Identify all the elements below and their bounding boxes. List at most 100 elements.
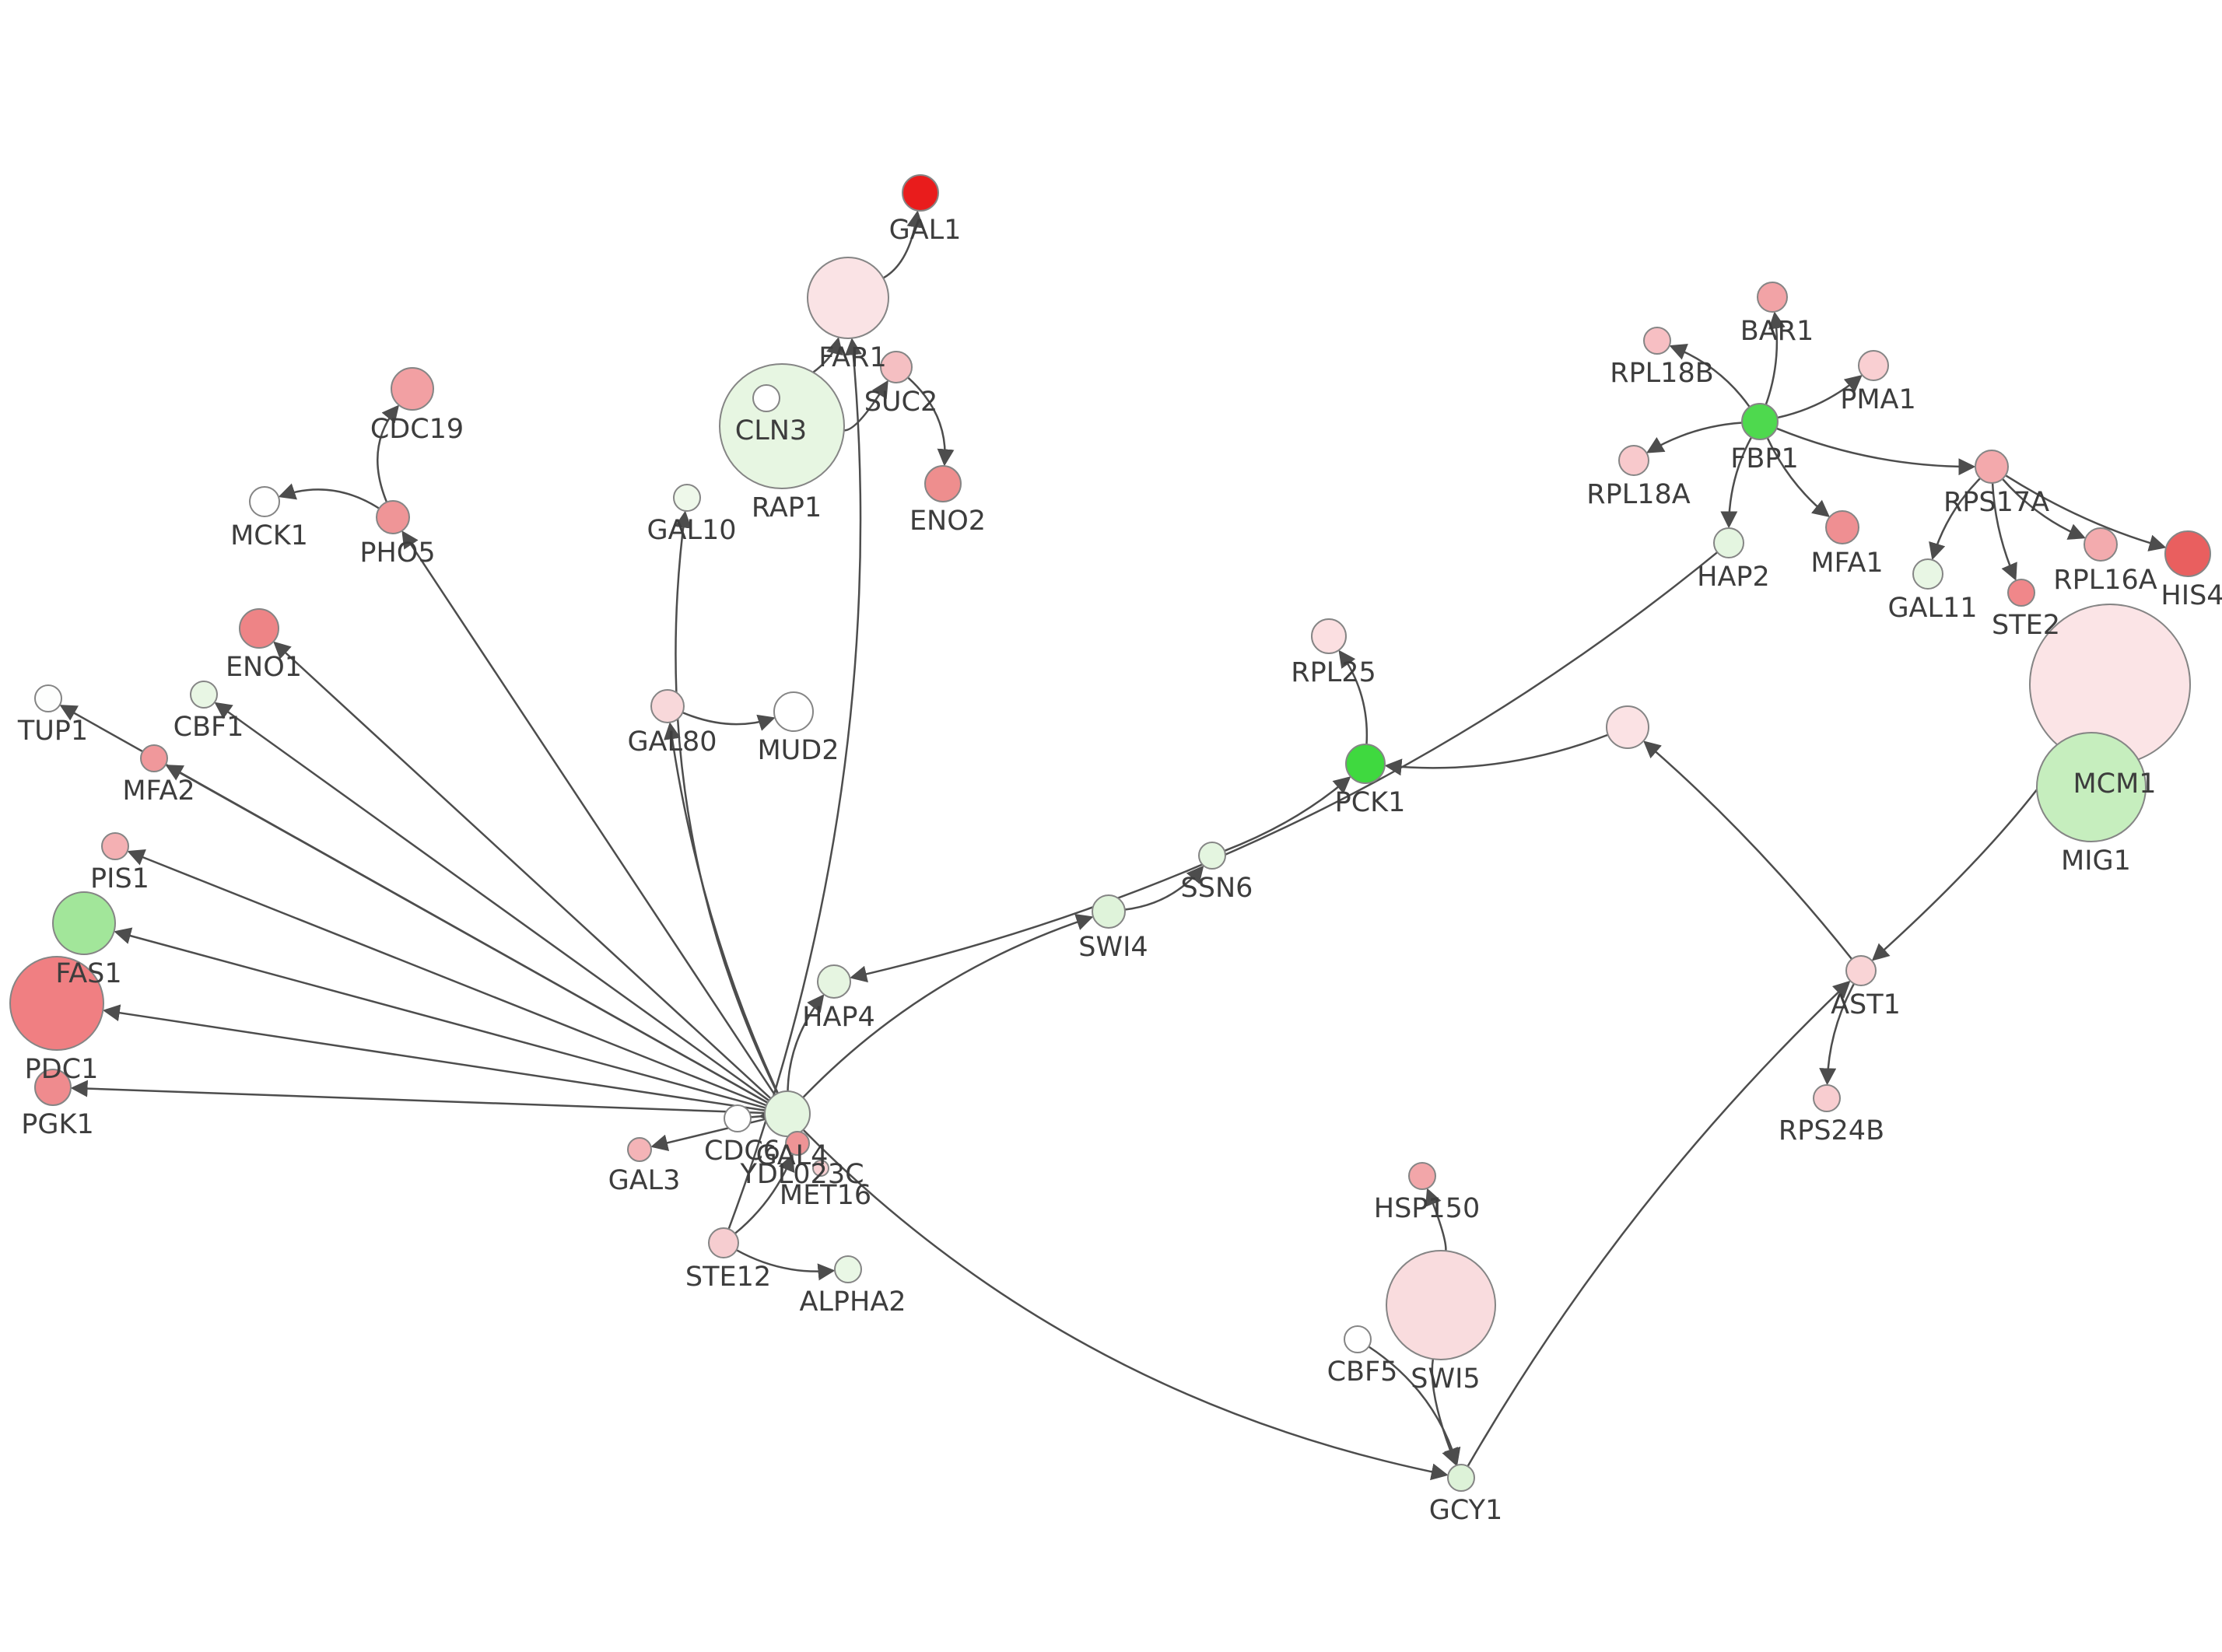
edge-pho5-mck1[interactable]	[278, 483, 380, 509]
node-gal3[interactable]	[627, 1137, 652, 1162]
node-mfa1[interactable]	[1825, 510, 1859, 544]
node-cln3[interactable]	[752, 384, 780, 412]
edge-cdc6-gal4[interactable]	[750, 1106, 776, 1124]
edge-ste12-alpha2[interactable]	[736, 1249, 836, 1281]
node-hap4[interactable]	[817, 964, 851, 999]
node-hap2[interactable]	[1713, 527, 1744, 558]
edge-gal4-eno1[interactable]	[273, 641, 772, 1100]
node-pma1[interactable]	[1858, 350, 1889, 381]
node-ssn6[interactable]	[1198, 842, 1226, 870]
node-pdc1[interactable]	[9, 956, 104, 1051]
node-gal11[interactable]	[1912, 558, 1943, 590]
edge-gcy1-ast1[interactable]	[1467, 980, 1851, 1467]
node-tup1[interactable]	[34, 684, 62, 712]
node-pgk1[interactable]	[34, 1069, 72, 1106]
edge-fbp1-mfa1[interactable]	[1766, 437, 1830, 518]
node-gal10[interactable]	[673, 484, 701, 512]
edge-node1-pck1[interactable]	[1384, 733, 1609, 776]
edge-gal4-swi4[interactable]	[802, 913, 1094, 1099]
edge-fbp1-rpl18b[interactable]	[1669, 344, 1751, 408]
edge-rps17a-rpl16a[interactable]	[2001, 478, 2086, 540]
edge-rps17a-gal11[interactable]	[1929, 478, 1982, 561]
node-mck1[interactable]	[249, 486, 280, 517]
node-gal1[interactable]	[902, 174, 939, 212]
node-swi5[interactable]	[1386, 1250, 1496, 1360]
edge-swi4-ssn6[interactable]	[1124, 865, 1204, 911]
edge-fbp1-rps17a[interactable]	[1775, 427, 1976, 476]
edge-gal4-gal3[interactable]	[650, 1118, 766, 1152]
node-node1[interactable]	[1606, 705, 1649, 749]
node-cdc19[interactable]	[391, 367, 434, 411]
edge-rps17a-his4[interactable]	[2005, 474, 2167, 551]
edge-gal4-pgk1[interactable]	[70, 1080, 766, 1115]
edge-far1-gal1[interactable]	[882, 210, 924, 279]
edge-gal4-cbf1[interactable]	[214, 702, 770, 1102]
node-pis1[interactable]	[101, 832, 129, 860]
edge-gal4-mfa2[interactable]	[165, 765, 769, 1104]
node-mud2[interactable]	[773, 691, 814, 732]
edge-rps17a-ste2[interactable]	[1991, 482, 2017, 581]
edge-gal4-hap4[interactable]	[787, 994, 825, 1092]
node-rpl18a[interactable]	[1618, 445, 1649, 476]
node-gal80[interactable]	[650, 689, 685, 723]
node-mig1[interactable]	[2036, 732, 2147, 842]
edge-fbp1-pma1[interactable]	[1777, 374, 1863, 419]
node-pck1[interactable]	[1345, 744, 1386, 784]
node-fas1[interactable]	[52, 891, 116, 955]
edge-pck1-rpl25[interactable]	[1338, 649, 1369, 745]
node-far1[interactable]	[807, 257, 889, 339]
node-suc2[interactable]	[880, 351, 913, 383]
node-rap1[interactable]	[719, 363, 845, 489]
node-rps24b[interactable]	[1813, 1084, 1841, 1112]
edge-fbp1-hap2[interactable]	[1720, 436, 1753, 529]
node-gcy1[interactable]	[1447, 1464, 1475, 1492]
edge-gal4-gal10[interactable]	[675, 510, 779, 1094]
node-label-hap2: HAP2	[1697, 562, 1770, 593]
node-gal4[interactable]	[764, 1090, 811, 1137]
node-ydl023c[interactable]	[785, 1131, 810, 1156]
edge-hap2-hap4[interactable]	[850, 551, 1719, 983]
edge-fbp1-rpl18a[interactable]	[1646, 422, 1743, 453]
node-alpha2[interactable]	[834, 1255, 862, 1283]
edge-gal4-pis1[interactable]	[127, 849, 767, 1107]
edge-gal4-gcy1[interactable]	[802, 1129, 1449, 1481]
edge-ast1-rps24b[interactable]	[1819, 983, 1856, 1086]
node-eno2[interactable]	[924, 465, 962, 502]
node-his4[interactable]	[2164, 530, 2211, 577]
node-rps17a[interactable]	[1975, 450, 2009, 484]
node-rpl16a[interactable]	[2084, 527, 2118, 562]
node-cbf5[interactable]	[1344, 1325, 1372, 1353]
edge-ste12-ydl023c[interactable]	[734, 1153, 795, 1234]
edge-ast1-node1[interactable]	[1643, 740, 1853, 960]
node-ste12[interactable]	[708, 1227, 739, 1258]
node-eno1[interactable]	[239, 608, 279, 649]
node-label-ssn6: SSN6	[1181, 873, 1253, 904]
edge-gal80-mud2[interactable]	[682, 711, 776, 731]
node-met16[interactable]	[812, 1160, 829, 1177]
node-rpl25[interactable]	[1311, 618, 1347, 654]
node-cbf1[interactable]	[190, 681, 218, 709]
edge-gal4-gal80[interactable]	[664, 722, 780, 1094]
edge-gal4-pho5[interactable]	[401, 530, 776, 1096]
edge-pho5-cdc19[interactable]	[376, 404, 400, 503]
node-ste2[interactable]	[2007, 579, 2035, 607]
edge-rap1-suc2[interactable]	[843, 380, 888, 432]
edge-gal4-fas1[interactable]	[114, 927, 766, 1109]
node-bar1[interactable]	[1757, 282, 1788, 313]
node-swi4[interactable]	[1092, 894, 1126, 929]
edge-swi5-hsp150[interactable]	[1425, 1188, 1447, 1251]
node-mfa2[interactable]	[140, 744, 168, 772]
node-fbp1[interactable]	[1741, 403, 1779, 440]
edge-cbf5-gcy1[interactable]	[1368, 1346, 1461, 1466]
node-pho5[interactable]	[376, 500, 410, 534]
node-ast1[interactable]	[1845, 955, 1877, 986]
edge-ssn6-pck1[interactable]	[1224, 776, 1351, 852]
node-hsp150[interactable]	[1408, 1162, 1436, 1190]
edge-fbp1-bar1[interactable]	[1765, 311, 1786, 405]
node-rpl18b[interactable]	[1643, 327, 1671, 355]
edge-gal4-pdc1[interactable]	[102, 1004, 766, 1111]
node-cdc6[interactable]	[724, 1104, 752, 1132]
edge-suc2-eno2[interactable]	[907, 376, 955, 467]
